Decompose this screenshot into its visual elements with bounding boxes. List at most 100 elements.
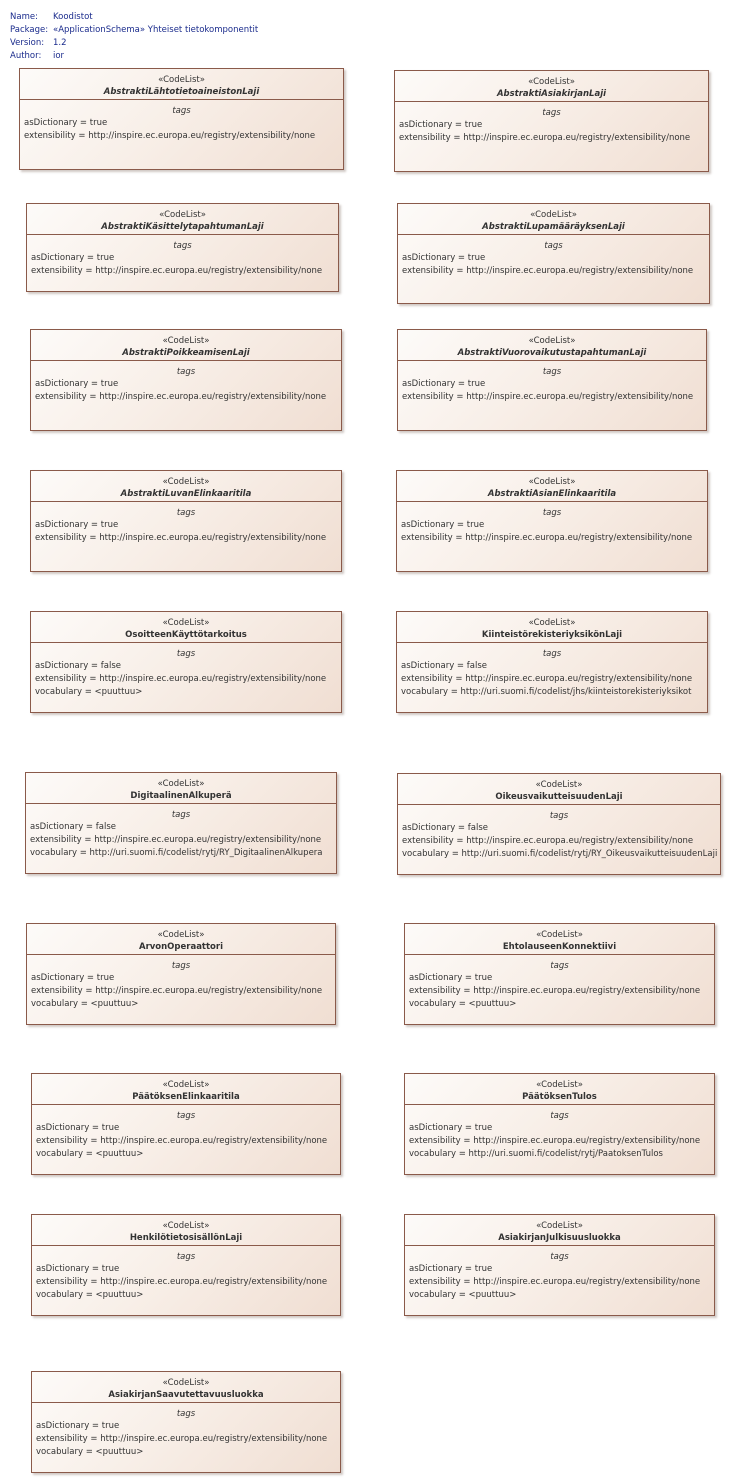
class-header: «CodeList»PäätöksenTulos bbox=[405, 1074, 714, 1105]
tagged-value: asDictionary = true bbox=[409, 973, 493, 983]
tagged-value: asDictionary = false bbox=[35, 661, 121, 671]
tagged-value: vocabulary = http://uri.suomi.fi/codelis… bbox=[30, 848, 323, 858]
diagram-header: Name:Koodistot Package:«ApplicationSchem… bbox=[10, 11, 258, 63]
tagged-value: extensibility = http://inspire.ec.europa… bbox=[36, 1277, 328, 1287]
class-stereotype: «CodeList» bbox=[536, 1080, 583, 1090]
class-stereotype: «CodeList» bbox=[162, 618, 210, 628]
codelist-class[interactable]: «CodeList»AbstraktiLupamääräyksenLaji tag… bbox=[397, 203, 710, 304]
tagged-value: asDictionary = true bbox=[399, 120, 483, 130]
header-value: Koodistot bbox=[53, 12, 93, 22]
tags-section-title: tags bbox=[176, 649, 196, 659]
class-name: AbstraktiAsiakirjanLaji bbox=[496, 89, 607, 99]
class-stereotype: «CodeList» bbox=[528, 77, 575, 87]
class-name: AbstraktiAsianElinkaaritila bbox=[487, 489, 617, 499]
class-header: «CodeList»OsoitteenKäyttötarkoitus bbox=[31, 612, 341, 643]
tagged-value: vocabulary = <puuttuu> bbox=[35, 687, 143, 697]
class-name: PäätöksenElinkaaritila bbox=[132, 1092, 240, 1102]
tagged-value: asDictionary = true bbox=[24, 118, 108, 128]
tags-section-title: tags bbox=[550, 1111, 569, 1121]
class-header: «CodeList» AbstraktiAsiakirjanLaji bbox=[395, 71, 708, 102]
codelist-class[interactable]: «CodeList»KiinteistörekisteriyksikönLaji… bbox=[396, 611, 708, 713]
tags-section-title: tags bbox=[542, 108, 561, 118]
class-stereotype: «CodeList» bbox=[528, 336, 576, 346]
header-value: 1.2 bbox=[53, 38, 67, 48]
class-header: «CodeList»AbstraktiLupamääräyksenLaji bbox=[398, 204, 709, 235]
class-name: ArvonOperaattori bbox=[138, 942, 223, 952]
class-stereotype: «CodeList» bbox=[162, 477, 210, 487]
header-key: Package: bbox=[10, 25, 49, 35]
class-header: «CodeList» AbstraktiVuorovaikutustapahtum… bbox=[398, 330, 706, 361]
codelist-class[interactable]: «CodeList» AbstraktiLähtotietoaineistonLa… bbox=[19, 68, 344, 170]
codelist-class[interactable]: «CodeList»AsiakirjanSaavutettavuusluokka… bbox=[31, 1371, 341, 1473]
class-stereotype: «CodeList» bbox=[162, 1080, 210, 1090]
tags-section-title: tags bbox=[172, 106, 191, 116]
class-name: AbstraktiLuvanElinkaaritila bbox=[120, 489, 252, 499]
tagged-values: asDictionary = true extensibility = http:… bbox=[20, 117, 343, 143]
class-name: HenkilötietosisällönLaji bbox=[129, 1233, 243, 1243]
tags-section-title: tags bbox=[176, 1409, 196, 1419]
class-header: «CodeList» AbstraktiAsianElinkaaritila bbox=[397, 471, 707, 502]
header-key: Version: bbox=[10, 38, 45, 48]
tags-section-title: tags bbox=[550, 1252, 569, 1262]
class-header: «CodeList»AsiakirjanSaavutettavuusluokka bbox=[32, 1372, 340, 1403]
class-stereotype: «CodeList» bbox=[158, 75, 205, 85]
class-name: AbstraktiLähtotietoaineistonLaji bbox=[103, 87, 260, 97]
tagged-value: extensibility = http://inspire.ec.europa… bbox=[36, 1136, 328, 1146]
header-value: «ApplicationSchema» Yhteiset tietokompon… bbox=[53, 25, 259, 35]
codelist-class[interactable]: «CodeList» AbstraktiKäsittelytapahtumanLa… bbox=[26, 203, 339, 292]
tags-section-title: tags bbox=[173, 241, 192, 251]
class-header: «CodeList»EhtolauseenKonnektiivi bbox=[405, 924, 714, 955]
tagged-value: extensibility = http://inspire.ec.europa… bbox=[24, 131, 316, 141]
tagged-value: extensibility = http://inspire.ec.europa… bbox=[35, 533, 327, 543]
class-stereotype: «CodeList» bbox=[162, 1221, 210, 1231]
tags-section-title: tags bbox=[176, 1111, 196, 1121]
tagged-value: vocabulary = <puuttuu> bbox=[409, 1290, 517, 1300]
tagged-value: asDictionary = true bbox=[401, 520, 485, 530]
class-name: AbstraktiLupamääräyksenLaji bbox=[482, 222, 625, 232]
tagged-value: asDictionary = true bbox=[36, 1421, 120, 1431]
class-name: AbstraktiVuorovaikutustapahtumanLaji bbox=[457, 348, 647, 358]
tagged-value: asDictionary = true bbox=[35, 520, 119, 530]
tagged-value: vocabulary = <puuttuu> bbox=[36, 1447, 144, 1457]
header-row-package: Package: «ApplicationSchema» Yhteiset tie… bbox=[10, 24, 258, 37]
class-name: AsiakirjanJulkisuusluokka bbox=[498, 1233, 621, 1243]
tagged-values: asDictionary = false extensibility = http… bbox=[31, 660, 341, 699]
tagged-value: extensibility = http://inspire.ec.europa… bbox=[35, 674, 327, 684]
class-stereotype: «CodeList» bbox=[159, 210, 206, 220]
tagged-value: extensibility = http://inspire.ec.europa… bbox=[31, 986, 323, 996]
tagged-value: extensibility = http://inspire.ec.europa… bbox=[402, 836, 694, 846]
tags-section-title: tags bbox=[542, 649, 562, 659]
tagged-value: extensibility = http://inspire.ec.europa… bbox=[409, 986, 701, 996]
class-name: AbstraktiPoikkeamisenLaji bbox=[122, 348, 250, 358]
class-name: AbstraktiKäsittelytapahtumanLaji bbox=[101, 222, 264, 232]
tagged-value: asDictionary = false bbox=[401, 661, 487, 671]
tags-section-title: tags bbox=[544, 241, 563, 251]
class-header: «CodeList»KiinteistörekisteriyksikönLaji bbox=[397, 612, 707, 643]
class-stereotype: «CodeList» bbox=[528, 477, 576, 487]
tagged-value: vocabulary = <puuttuu> bbox=[409, 999, 517, 1009]
tags-section-title: tags bbox=[176, 367, 196, 377]
codelist-class[interactable]: «CodeList» AbstraktiVuorovaikutustapahtum… bbox=[397, 329, 707, 431]
